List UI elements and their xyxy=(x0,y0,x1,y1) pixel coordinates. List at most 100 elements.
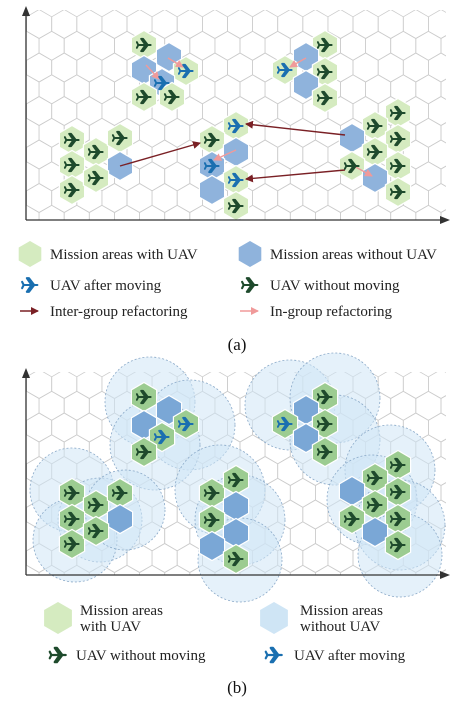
uav-icon xyxy=(63,157,80,173)
grid-cell xyxy=(26,189,28,207)
grid-cell xyxy=(440,438,446,460)
grid-cell xyxy=(440,122,446,144)
grid-cell xyxy=(51,96,78,126)
grid-cell xyxy=(390,204,417,220)
uav-icon xyxy=(63,536,80,552)
grid-cell xyxy=(114,204,141,220)
grid-cell xyxy=(289,161,316,192)
legend-b-mission-without-uav-line1: Mission areas xyxy=(300,603,383,619)
legend-uav-without-moving: UAV without moving xyxy=(270,278,400,294)
grid-cell xyxy=(252,183,279,213)
uav-icon xyxy=(87,144,104,160)
legend-a: Mission areas with UAV Mission areas wit… xyxy=(18,241,437,320)
uav-icon xyxy=(366,144,383,160)
grid-cell xyxy=(151,10,178,39)
grid-cell xyxy=(377,10,404,39)
grid-cell xyxy=(454,10,474,39)
legend-hex-blue xyxy=(238,241,262,267)
uav-icon xyxy=(153,75,170,91)
grid-cell xyxy=(466,205,474,234)
grid-cell xyxy=(352,52,379,83)
uav-icon xyxy=(316,444,333,460)
uav-icon xyxy=(389,537,406,553)
grid-cell xyxy=(277,10,304,39)
grid-cell xyxy=(440,395,446,417)
grid-cell xyxy=(26,146,28,163)
grid-cell xyxy=(139,564,166,575)
grid-cell xyxy=(427,139,446,170)
uav-icon xyxy=(389,158,406,174)
grid-cell xyxy=(26,96,53,126)
grid-cell xyxy=(327,543,354,573)
grid-cell xyxy=(454,413,474,442)
mission-cell-without-uav xyxy=(361,162,389,194)
grid-cell xyxy=(252,139,279,170)
mission-cell-without-uav xyxy=(222,136,250,168)
uav-icon xyxy=(63,511,80,527)
grid-cell xyxy=(227,52,254,83)
caption-a: (a) xyxy=(228,335,247,354)
uav-icon xyxy=(177,63,194,79)
grid-cell xyxy=(327,183,354,213)
grid-cell xyxy=(88,74,115,105)
grid-cell xyxy=(402,10,429,39)
inter-group-arrow xyxy=(119,141,201,167)
uav-icon xyxy=(87,523,104,539)
grid-cell xyxy=(164,161,191,192)
grid-cell xyxy=(26,412,53,443)
grid-cell xyxy=(139,161,166,192)
grid-cell xyxy=(289,564,316,575)
grid-cell xyxy=(415,74,442,105)
grid-cell xyxy=(454,457,474,486)
uav-icon xyxy=(276,416,293,432)
grid-cell xyxy=(340,74,367,105)
legend-b-mission-without-uav-line2: without UAV xyxy=(300,619,380,635)
grid-cell xyxy=(454,53,474,82)
grid-cell xyxy=(189,30,216,61)
uav-icon xyxy=(366,497,383,513)
grid-cell xyxy=(189,204,216,220)
grid-cell xyxy=(302,139,329,170)
grid-cell xyxy=(427,372,446,399)
in-group-arrow xyxy=(213,149,237,161)
grid-cell xyxy=(415,204,442,220)
grid-cell xyxy=(415,390,442,421)
x-axis-b-arrowhead xyxy=(440,571,450,579)
grid-cell xyxy=(26,102,28,120)
uav-icon xyxy=(163,89,180,105)
grid-cell xyxy=(101,52,128,83)
grid-cell xyxy=(164,521,191,552)
grid-cell xyxy=(164,204,191,220)
uav-icon xyxy=(227,172,244,188)
grid-cell xyxy=(63,390,90,421)
grid-cell xyxy=(101,10,128,39)
uav-icon xyxy=(316,90,333,106)
grid-cell xyxy=(252,10,279,39)
uav-icon xyxy=(177,416,194,432)
grid-cell xyxy=(365,204,392,220)
grid-cell xyxy=(76,10,103,39)
legend-mission-without-uav: Mission areas without UAV xyxy=(270,247,437,263)
uav-icon xyxy=(389,511,406,527)
grid-cell xyxy=(466,31,474,60)
grid-cell xyxy=(302,183,329,213)
grid-cell xyxy=(151,139,178,170)
grid-cell xyxy=(76,52,103,83)
uav-icon xyxy=(135,89,152,105)
grid-cell xyxy=(176,139,203,170)
uav-icon xyxy=(135,389,152,405)
axes-a xyxy=(22,6,450,224)
uav-icon xyxy=(389,484,406,500)
grid-cell xyxy=(340,30,367,61)
grid-cell xyxy=(466,565,474,594)
uav-icon xyxy=(203,485,220,501)
grid-cell xyxy=(26,15,28,33)
in-group-arrow xyxy=(289,57,307,68)
grid-cell xyxy=(390,74,417,105)
inter-group-arrow xyxy=(245,169,346,183)
grid-cell xyxy=(63,30,90,61)
uav-icon xyxy=(389,131,406,147)
uav-icon xyxy=(63,182,80,198)
grid-cell xyxy=(26,10,53,39)
grid-cell xyxy=(340,564,367,575)
